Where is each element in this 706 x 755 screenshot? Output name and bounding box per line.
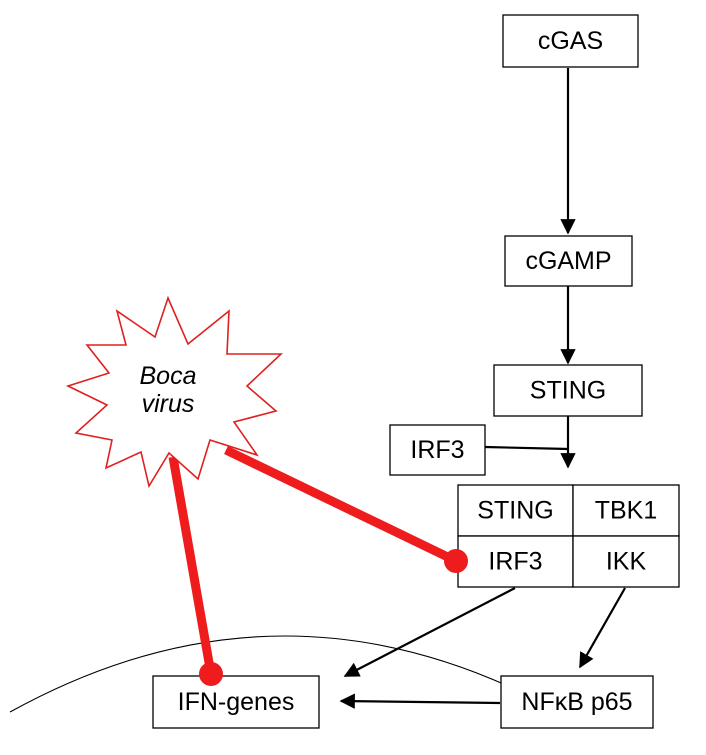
sting-tbk1-irf3-ikk-complex: STING TBK1 IRF3 IKK (457, 484, 680, 588)
inhibition-virus-to-irf3 (224, 445, 458, 566)
irf3-free-node: IRF3 (389, 424, 486, 476)
inhibition-end-ifn (199, 662, 223, 686)
complex-cell-ikk (572, 535, 680, 588)
arrow-irf3-joins (484, 445, 576, 469)
virus-label-line1: Boca (140, 362, 197, 390)
ifn-genes-node: IFN-genes (152, 675, 320, 729)
nucleus-membrane (9, 635, 561, 713)
cgas-label: cGAS (538, 27, 603, 55)
sting-node: STING (493, 364, 643, 417)
inhibition-virus-to-ifn (168, 456, 216, 675)
arrow-ikk-to-nfkb (579, 587, 626, 669)
complex-irf3-label: IRF3 (488, 548, 542, 576)
complex-sting-label: STING (477, 497, 553, 525)
complex-tbk1-label: TBK1 (595, 497, 658, 525)
sting-label: STING (530, 377, 606, 405)
bocavirus-burst-outline (65, 295, 284, 489)
ifn-genes-label: IFN-genes (178, 688, 295, 716)
cgamp-label: cGAMP (525, 247, 611, 275)
complex-ikk-label: IKK (606, 548, 647, 576)
inhibition-end-irf3 (444, 549, 468, 573)
virus-label-line2: virus (142, 390, 195, 418)
arrow-nfkb-to-ifn (339, 693, 501, 709)
nfkb-node: NFκB p65 (500, 675, 654, 729)
cgamp-node: cGAMP (504, 235, 633, 287)
bocavirus-burst: Boca virus (65, 295, 284, 489)
nfkb-label: NFκB p65 (521, 688, 632, 716)
irf3-free-label: IRF3 (410, 436, 464, 464)
arrow-irf3-to-ifn (343, 587, 516, 677)
complex-cell-tbk1 (572, 484, 680, 537)
complex-cell-sting (457, 484, 574, 537)
cgas-node: cGAS (502, 14, 639, 68)
